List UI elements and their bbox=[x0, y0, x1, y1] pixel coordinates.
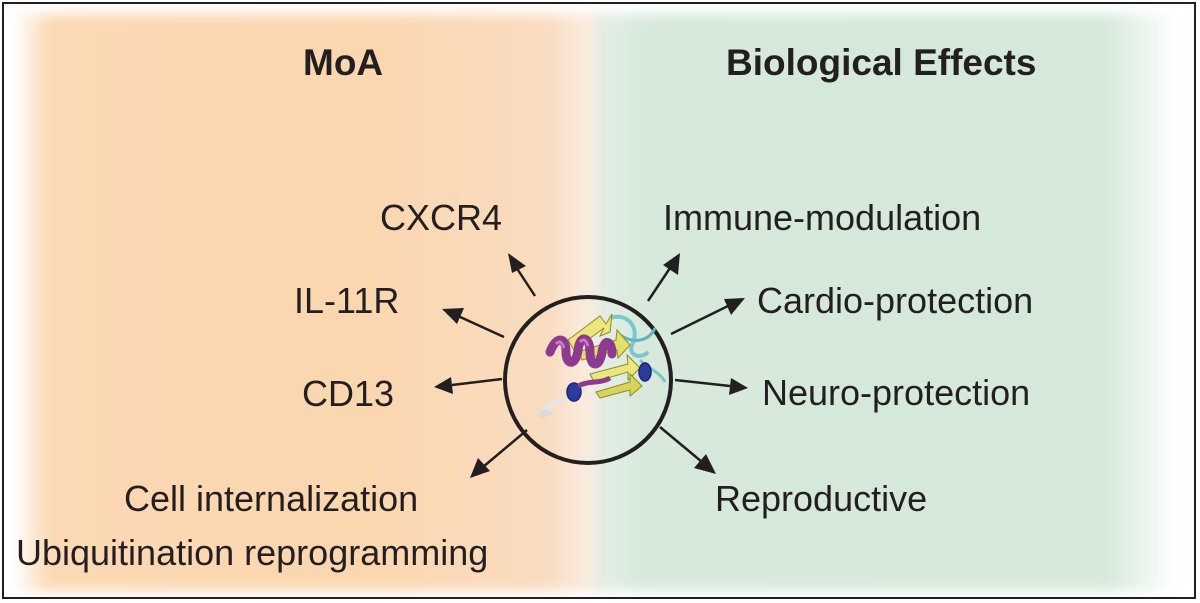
moa-heading: MoA bbox=[303, 42, 384, 83]
protein-structure-icon bbox=[538, 313, 667, 418]
label-ubiquitination: Ubiquitination reprogramming bbox=[16, 532, 489, 573]
label-cxcr4: CXCR4 bbox=[380, 197, 503, 238]
effects-heading: Biological Effects bbox=[726, 42, 1037, 83]
center-circle bbox=[503, 295, 673, 465]
arrow-reproductive bbox=[659, 426, 716, 474]
arrow-internalization bbox=[470, 429, 528, 478]
arrow-cd13 bbox=[434, 377, 503, 394]
arrow-il11r bbox=[442, 308, 505, 339]
label-cd13: CD13 bbox=[302, 373, 395, 414]
label-immune-modulation: Immune-modulation bbox=[663, 197, 982, 238]
arrow-immune bbox=[646, 253, 680, 302]
arrow-cxcr4 bbox=[508, 253, 537, 297]
label-cell-internalization: Cell internalization bbox=[124, 478, 419, 519]
moa-panel bbox=[14, 14, 606, 591]
arrow-neuro bbox=[674, 378, 748, 395]
label-il11r: IL-11R bbox=[294, 280, 400, 321]
label-neuro-protection: Neuro-protection bbox=[762, 372, 1031, 413]
arrow-cardio bbox=[670, 298, 745, 336]
label-cardio-protection: Cardio-protection bbox=[757, 280, 1034, 321]
label-reproductive: Reproductive bbox=[715, 478, 928, 519]
effects-panel bbox=[596, 14, 1176, 591]
